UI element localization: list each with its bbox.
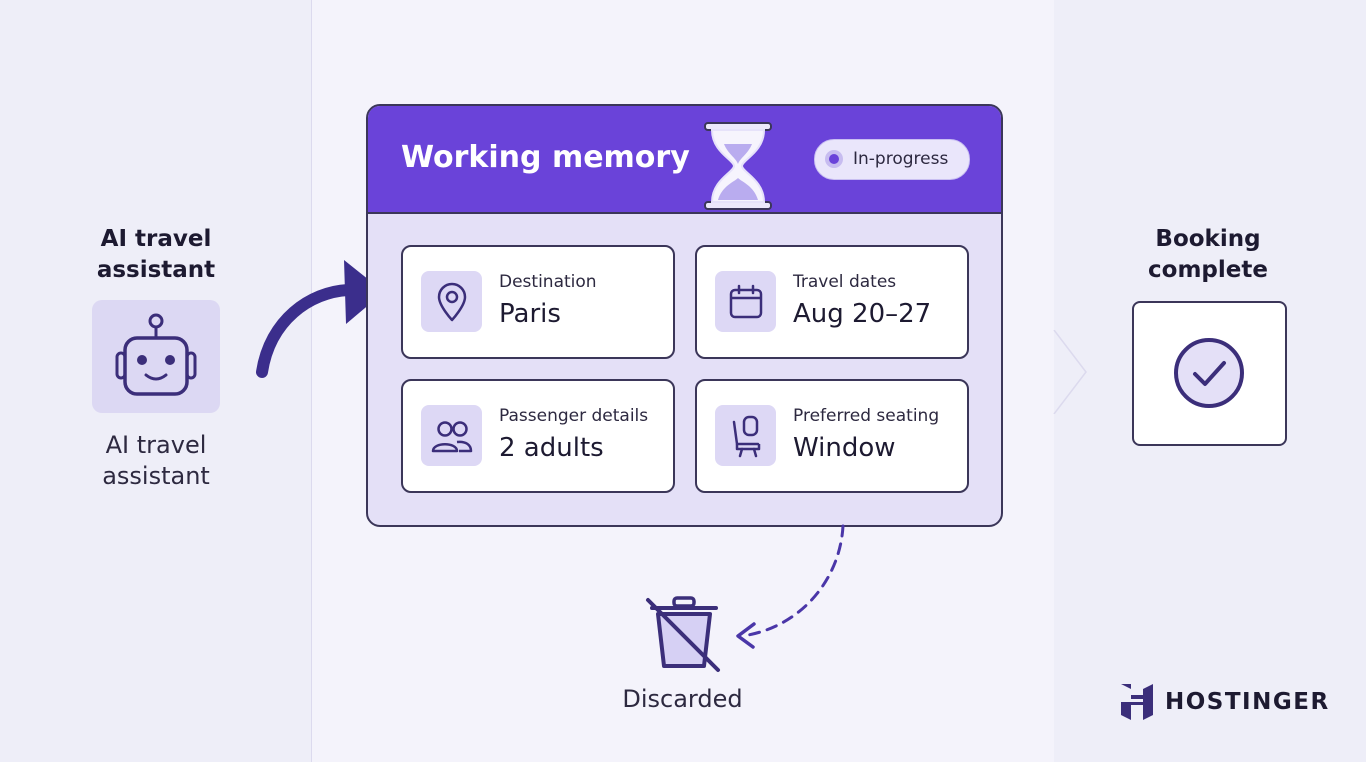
assistant-label: AI travel assistant	[60, 430, 252, 492]
outcome-heading-line2: complete	[1148, 257, 1268, 283]
card-icon-tile	[421, 405, 482, 466]
discard-arrow	[736, 524, 845, 649]
outcome-heading-line1: Booking	[1155, 226, 1261, 252]
check-circle-icon	[1174, 338, 1244, 408]
memory-card-passenger-details: Passenger details 2 adults	[401, 379, 675, 493]
assistant-label-line1: AI travel	[105, 431, 207, 459]
booking-complete-box	[1132, 301, 1287, 446]
assistant-heading-line1: AI travel	[100, 226, 212, 252]
robot-tile	[92, 300, 220, 413]
memory-card-preferred-seating: Preferred seating Window	[695, 379, 969, 493]
discarded-label: Discarded	[622, 685, 743, 713]
brand-logo: HOSTINGER	[1119, 682, 1330, 722]
column-divider-chevron	[1053, 330, 1087, 414]
card-icon-tile	[715, 271, 776, 332]
assistant-heading: AI travel assistant	[60, 224, 252, 286]
memory-card-travel-dates: Travel dates Aug 20–27	[695, 245, 969, 359]
trash-crossed-icon	[646, 596, 720, 672]
hourglass-icon	[704, 122, 772, 210]
status-text: In-progress	[853, 149, 949, 169]
card-label: Passenger details	[499, 406, 649, 426]
seat-icon	[732, 415, 760, 457]
assistant-label-line2: assistant	[102, 462, 210, 490]
hostinger-logo-icon	[1121, 684, 1153, 720]
card-value: Window	[793, 433, 896, 463]
status-dot-icon	[825, 150, 843, 168]
memory-card-destination: Destination Paris	[401, 245, 675, 359]
card-label: Travel dates	[793, 272, 897, 292]
working-memory-panel: Working memory In-progress Destination P…	[366, 104, 1003, 527]
card-icon-tile	[421, 271, 482, 332]
map-pin-icon	[437, 282, 466, 321]
card-value: 2 adults	[499, 433, 604, 463]
assistant-heading-line2: assistant	[96, 257, 216, 283]
robot-icon	[115, 313, 197, 396]
brand-name: HOSTINGER	[1165, 689, 1330, 715]
card-label: Preferred seating	[793, 406, 940, 426]
card-label: Destination	[499, 272, 597, 292]
status-badge: In-progress	[814, 139, 970, 180]
input-arrow	[256, 260, 384, 378]
working-memory-header: Working memory In-progress	[368, 106, 1001, 214]
card-value: Paris	[499, 299, 561, 329]
users-icon	[431, 420, 472, 452]
outcome-heading: Booking complete	[1110, 224, 1306, 286]
card-icon-tile	[715, 405, 776, 466]
card-value: Aug 20–27	[793, 299, 932, 329]
calendar-icon	[729, 284, 762, 318]
working-memory-title: Working memory	[401, 140, 690, 175]
